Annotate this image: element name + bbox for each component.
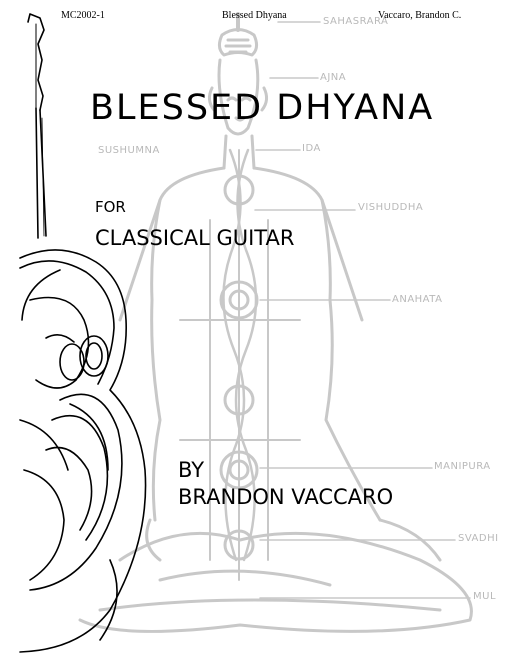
chakra-label-mul: MUL (473, 591, 497, 602)
chakra-label-svadhi: SVADHI (458, 533, 499, 544)
chakra-label-vishuddha: VISHUDDHA (358, 202, 424, 213)
header-catalog-number: MC2002-1 (61, 10, 105, 21)
chakra-label-manipura: MANIPURA (434, 461, 491, 472)
header-composer: Vaccaro, Brandon C. (378, 10, 462, 21)
chakra-label-ida: IDA (302, 143, 321, 154)
chakra-label-sahasrara: SAHASRARA (323, 16, 389, 27)
cover-title: BLESSED DHYANA (90, 88, 435, 128)
cover-composer: BRANDON VACCARO (178, 485, 394, 509)
chakra-label-anahata: ANAHATA (392, 294, 443, 305)
chakra-label-ajna: AJNA (320, 72, 347, 83)
cover-instrument: CLASSICAL GUITAR (95, 226, 295, 250)
cover-for-label: FOR (95, 198, 126, 216)
header-piece-title: Blessed Dhyana (222, 10, 287, 21)
cover-by-label: BY (178, 458, 205, 482)
chakra-label-sushumna: SUSHUMNA (98, 145, 160, 156)
